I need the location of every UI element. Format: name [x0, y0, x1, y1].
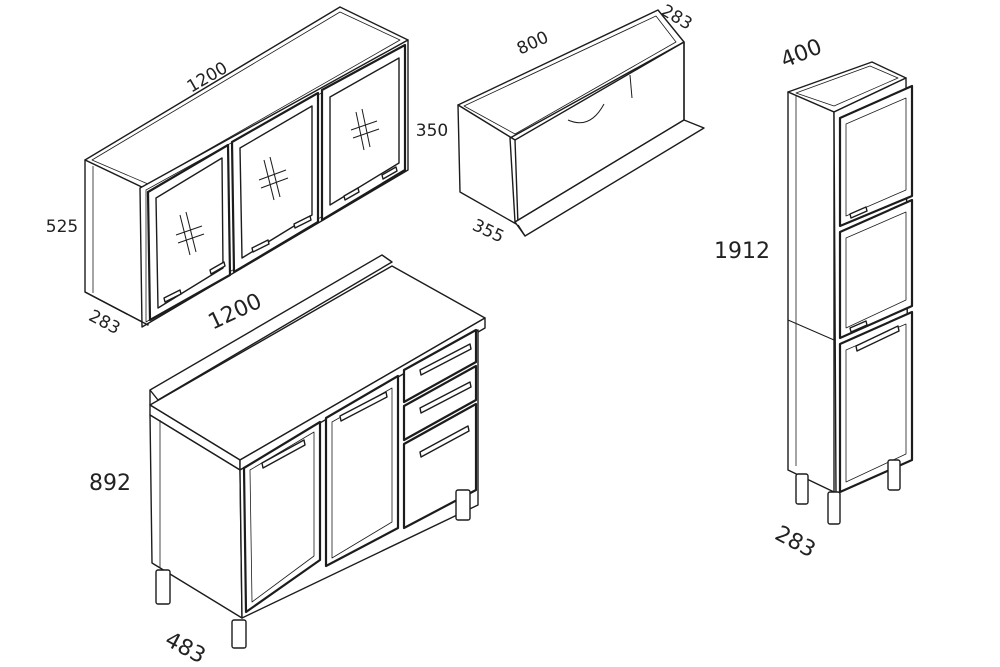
tall-door-bottom: [838, 310, 914, 494]
tall-door-middle: [838, 198, 914, 340]
wall-open-height-label: 350: [416, 121, 448, 141]
tall-door-top: [838, 84, 914, 228]
base-door-left: [242, 420, 322, 614]
tall-width-label: 400: [777, 35, 825, 74]
tall-height-label: 1912: [714, 239, 770, 264]
base-depth-label: 483: [161, 627, 210, 667]
base-height-label: 892: [89, 471, 131, 496]
wall-cabinet-glass: [84, 6, 409, 328]
wall-open-depth-bottom-label: 355: [469, 216, 507, 248]
base-door-right: [324, 374, 400, 568]
wall-glass-depth-label: 283: [85, 306, 123, 339]
tall-cabinet: [787, 61, 914, 525]
glass-reflection-icon: [175, 108, 380, 256]
base-cabinet: [149, 254, 486, 649]
tall-depth-label: 283: [771, 521, 820, 563]
wall-glass-height-label: 525: [46, 217, 78, 237]
wall-cabinet-open: [457, 9, 705, 237]
drawer-top: [402, 328, 478, 404]
wall-open-width-label: 800: [514, 28, 552, 60]
